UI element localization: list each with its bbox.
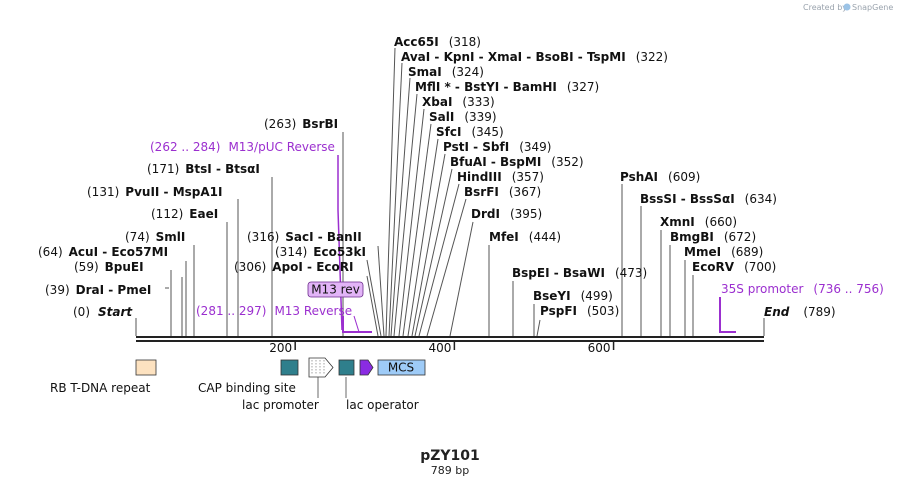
sequence-ends: (0)Start End(789) [73,305,836,319]
site-sfc[interactable]: SfcI(345) [436,125,504,139]
site-dra[interactable]: (39)DraI - PmeI [45,283,151,297]
primer-m13rev-box-label: M13 rev [311,283,360,297]
site-mme[interactable]: MmeI(689) [684,245,763,259]
feature-m13-rev-arrow[interactable] [359,359,374,376]
site-bpu[interactable]: (59)BpuEI [74,260,144,274]
site-pvu[interactable]: (131)PvuII - MspA1I [87,185,222,199]
site-sac[interactable]: (316)SacI - BanII [247,230,362,244]
site-bsss[interactable]: BssSI - BssSαI(634) [640,192,777,206]
leader-hin [418,183,460,337]
feature-cap-binding-site[interactable] [280,359,299,376]
primer-m13puc-label: (262 .. 284)M13/pUC Reverse [150,140,335,154]
site-bsey[interactable]: BseYI(499) [533,289,613,303]
leader-sma [390,77,411,337]
dna-backbone [136,336,764,342]
site-sma[interactable]: SmaI(324) [408,65,484,79]
primer-labels: (262 .. 284)M13/pUC Reverse (281 .. 297)… [150,140,884,318]
leader-e53 [366,259,382,337]
site-leader-lines [135,47,765,337]
site-psha[interactable]: PshAI(609) [620,170,700,184]
site-bspe[interactable]: BspEI - BsaWI(473) [512,266,647,280]
site-bsrf[interactable]: BsrFI(367) [464,185,541,199]
site-ecorv[interactable]: EcoRV(700) [692,260,776,274]
feature-track[interactable]: MCS [135,357,426,398]
leader-pst [411,153,446,337]
site-bfu[interactable]: BfuAI - BspMI(352) [450,155,584,169]
snapgene-logo-icon [843,3,851,11]
feature-cap-label: CAP binding site [198,381,296,395]
credit-text: Created by [803,3,847,12]
feature-laco-label: lac operator [346,398,419,412]
primer-m13rev-label: (281 .. 297)M13 Reverse [196,304,352,318]
leader-bfu [414,168,453,337]
leader-pspf [536,319,541,337]
ruler-label-200: 200 [269,341,292,355]
primer-m13rev-box[interactable] [307,281,364,298]
leader-sal [402,123,432,337]
site-mfl[interactable]: MflI * - BstYI - BamHI(327) [415,80,599,94]
leader-sfc [407,138,439,337]
site-bts[interactable]: (171)BtsI - BtsαI [147,162,260,176]
leader-xba [398,108,425,337]
site-sml[interactable]: (74)SmlI [125,230,185,244]
site-e53[interactable]: (314)Eco53kI [275,245,366,259]
feature-rb-tdna-repeat[interactable] [135,359,157,376]
primer-35s-label: 35S promoter(736 .. 756) [721,282,884,296]
site-bmg[interactable]: BmgBI(672) [670,230,756,244]
site-acu[interactable]: (64)AcuI - Eco57MI [38,245,168,259]
site-xmn[interactable]: XmnI(660) [660,215,737,229]
site-acc[interactable]: Acc65I(318) [394,35,481,49]
feature-mcs[interactable] [377,359,426,376]
leader-sac [377,245,385,337]
site-pspf[interactable]: PspFI(503) [540,304,619,318]
site-ava[interactable]: AvaI - KpnI - XmaI - BsoBI - TspMI(322) [401,50,668,64]
site-hin[interactable]: HindIII(357) [457,170,544,184]
restriction-site-labels: (39)DraI - PmeI (59)BpuEI(64)AcuI - Eco57… [38,35,777,318]
start-marker: (0)Start [73,305,133,319]
end-marker: End(789) [764,305,836,319]
plasmid-length: 789 bp [431,464,469,477]
credit-brand: SnapGene [852,3,893,12]
leader-acc [385,47,396,337]
site-mfe[interactable]: MfeI(444) [489,230,561,244]
primer-m13rev-arrow [342,316,372,333]
leader-drd [449,221,474,337]
site-pst[interactable]: PstI - SbfI(349) [443,140,551,154]
leader-bsrf [426,198,467,337]
feature-labels: RB T-DNA repeat CAP binding site lac pro… [50,381,419,412]
feature-lacp-label: lac promoter [242,398,319,412]
site-apo[interactable]: (306)ApoI - EcoRI [234,260,353,274]
feature-lac-operator[interactable] [338,359,355,376]
snapgene-credit: Created by SnapGene [803,3,893,12]
site-eae[interactable]: (112)EaeI [151,207,218,221]
feature-mcs-label: MCS [388,361,414,375]
site-bsr[interactable]: (263)BsrBI [264,117,338,131]
leader-ava [388,62,403,337]
ruler: 200 400 600 [269,340,615,355]
site-xba[interactable]: XbaI(333) [422,95,495,109]
site-drd[interactable]: DrdI(395) [471,207,542,221]
plasmid-name: pZY101 [420,448,480,464]
leader-mfl [393,93,418,337]
feature-lac-promoter[interactable] [308,357,334,378]
feature-rb-label: RB T-DNA repeat [50,381,151,395]
site-sal[interactable]: SalI(339) [429,110,497,124]
ruler-label-400: 400 [428,341,451,355]
leader-apo [366,275,379,337]
ruler-label-600: 600 [588,341,611,355]
primer-35s-arrow [719,297,736,333]
